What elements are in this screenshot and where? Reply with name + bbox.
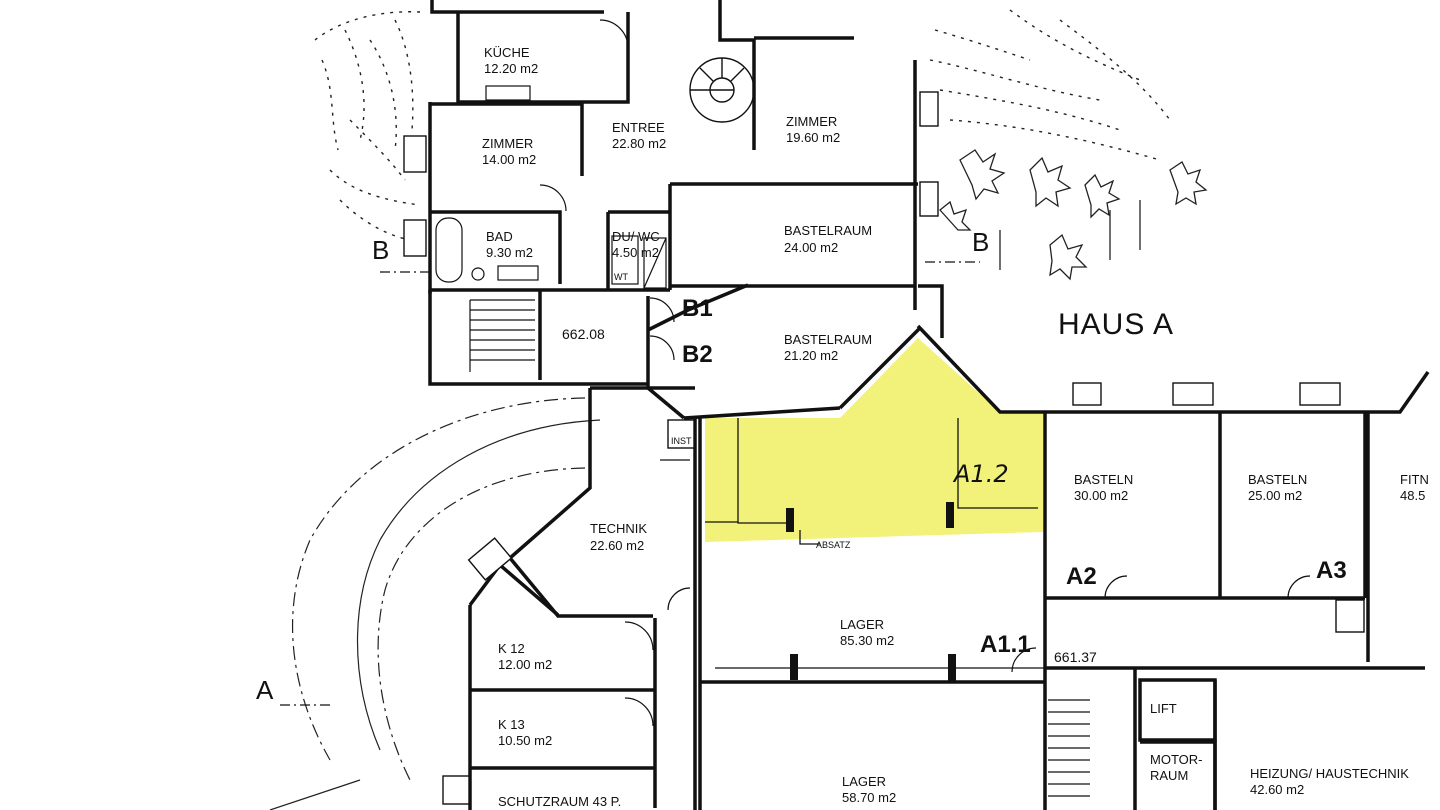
zimmer-left-area: 14.00 m2 <box>482 152 537 167</box>
highlight-a12 <box>705 338 1043 542</box>
k13-name: K 13 <box>498 717 525 732</box>
section-a: A <box>256 675 274 705</box>
fitn-area: 48.5 <box>1400 488 1426 503</box>
lager-upper-area: 85.30 m2 <box>840 633 895 648</box>
windows <box>403 91 1365 805</box>
section-b-left: B <box>372 235 390 265</box>
door-swings <box>539 19 1311 727</box>
marker-b2: B2 <box>682 341 713 368</box>
level-661: 661.37 <box>1054 649 1097 665</box>
heizung-name: HEIZUNG/ HAUSTECHNIK <box>1250 766 1409 781</box>
section-lines <box>280 261 980 706</box>
marker-a11: A1.1 <box>980 631 1031 658</box>
schutzraum-label: SCHUTZRAUM 43 P. <box>498 794 622 809</box>
zimmer-right-area: 19.60 m2 <box>786 130 841 145</box>
zimmer-right-name: ZIMMER <box>786 114 838 129</box>
driveway-curves <box>269 397 601 810</box>
haus-title: HAUS A <box>1058 308 1175 341</box>
duwc-name: DU/ WC <box>612 229 660 244</box>
marker-b1: B1 <box>682 295 713 322</box>
motorraum-line1: MOTOR- <box>1150 752 1203 767</box>
walls <box>428 0 1430 810</box>
level-662: 662.08 <box>562 326 605 342</box>
kuche-area: 12.20 m2 <box>484 61 539 76</box>
section-b-right: B <box>972 227 990 257</box>
fitn-name: FITN <box>1400 472 1429 487</box>
absatz-label: ABSATZ <box>816 540 851 550</box>
lager-lower-name: LAGER <box>842 774 887 789</box>
lager-upper-name: LAGER <box>840 617 885 632</box>
entree-name: ENTREE <box>612 120 665 135</box>
lift-label: LIFT <box>1150 701 1177 716</box>
bastelraum-upper-name: BASTELRAUM <box>784 223 873 238</box>
foliage-right <box>929 9 1171 161</box>
heizung-area: 42.60 m2 <box>1250 782 1305 797</box>
entree-area: 22.80 m2 <box>612 136 667 151</box>
basteln-30-area: 30.00 m2 <box>1074 488 1129 503</box>
basteln-30-name: BASTELN <box>1074 472 1134 487</box>
duwc-area: 4.50 m2 <box>612 245 659 260</box>
thin-lines <box>660 0 1045 669</box>
stair-hatching <box>469 299 1090 797</box>
k12-name: K 12 <box>498 641 525 656</box>
basteln-25-area: 25.00 m2 <box>1248 488 1303 503</box>
lager-lower-area: 58.70 m2 <box>842 790 897 805</box>
spiral-stair <box>689 57 755 123</box>
fixtures <box>435 85 667 289</box>
a12-handwritten: A1.2 <box>954 460 1009 488</box>
marker-a2: A2 <box>1066 563 1097 590</box>
wt-label: WT <box>614 272 628 282</box>
technik-name: TECHNIK <box>590 521 648 536</box>
tree-sketches <box>939 149 1208 281</box>
basteln-25-name: BASTELN <box>1248 472 1308 487</box>
bastelraum-lower-name: BASTELRAUM <box>784 332 873 347</box>
absatz-marks <box>786 502 956 682</box>
bastelraum-lower-area: 21.20 m2 <box>784 348 839 363</box>
inst-label: INST <box>671 436 692 446</box>
k12-area: 12.00 m2 <box>498 657 553 672</box>
bad-name: BAD <box>486 229 513 244</box>
zimmer-left-name: ZIMMER <box>482 136 534 151</box>
foliage-left <box>314 11 421 241</box>
motorraum-line2: RAUM <box>1150 768 1189 783</box>
bad-area: 9.30 m2 <box>486 245 533 260</box>
marker-a3: A3 <box>1316 557 1347 584</box>
bastelraum-upper-area: 24.00 m2 <box>784 240 839 255</box>
k13-area: 10.50 m2 <box>498 733 553 748</box>
technik-area: 22.60 m2 <box>590 538 645 553</box>
kuche-name: KÜCHE <box>484 45 530 60</box>
